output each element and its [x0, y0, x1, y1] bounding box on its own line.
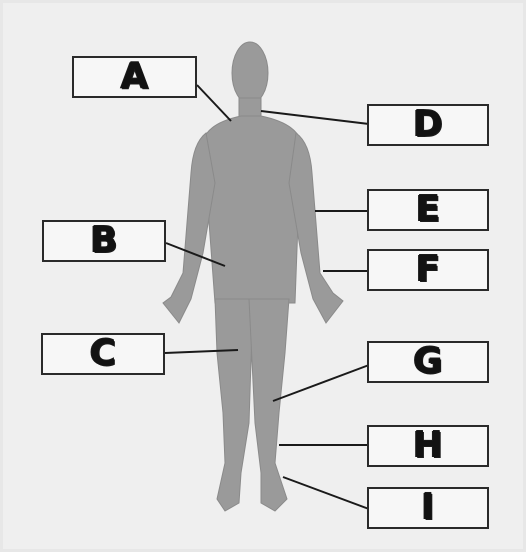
right-arm-shape	[288, 132, 344, 324]
head-shape	[231, 41, 269, 105]
label-text-h: H	[412, 425, 444, 466]
human-body-figure	[162, 41, 370, 512]
label-text-i: I	[421, 487, 435, 528]
label-box-d: D	[367, 104, 489, 146]
label-text-b: B	[90, 220, 118, 261]
leader-line-g	[272, 364, 370, 402]
label-box-b: B	[42, 220, 166, 262]
label-text-g: G	[413, 341, 443, 382]
left-leg-shape	[214, 298, 254, 512]
label-box-f: F	[367, 249, 489, 291]
left-arm-shape	[162, 132, 216, 324]
label-box-g: G	[367, 341, 489, 383]
leader-line-c	[164, 349, 239, 354]
right-leg-shape	[248, 298, 290, 512]
label-text-c: C	[89, 333, 117, 374]
leader-line-a	[196, 84, 232, 122]
leader-line-d	[260, 110, 370, 125]
label-box-h: H	[367, 425, 489, 467]
leader-line-b	[165, 242, 226, 267]
neck-shape	[238, 97, 262, 119]
label-box-a: A	[72, 56, 197, 98]
torso-shape	[202, 115, 302, 304]
label-text-f: F	[415, 249, 441, 290]
label-text-e: E	[415, 189, 441, 230]
leader-line-i	[282, 476, 370, 510]
label-box-e: E	[367, 189, 489, 231]
label-box-c: C	[41, 333, 165, 375]
label-box-i: I	[367, 487, 489, 529]
label-text-d: D	[413, 104, 443, 145]
label-text-a: A	[120, 56, 149, 97]
leader-lines	[164, 84, 370, 510]
